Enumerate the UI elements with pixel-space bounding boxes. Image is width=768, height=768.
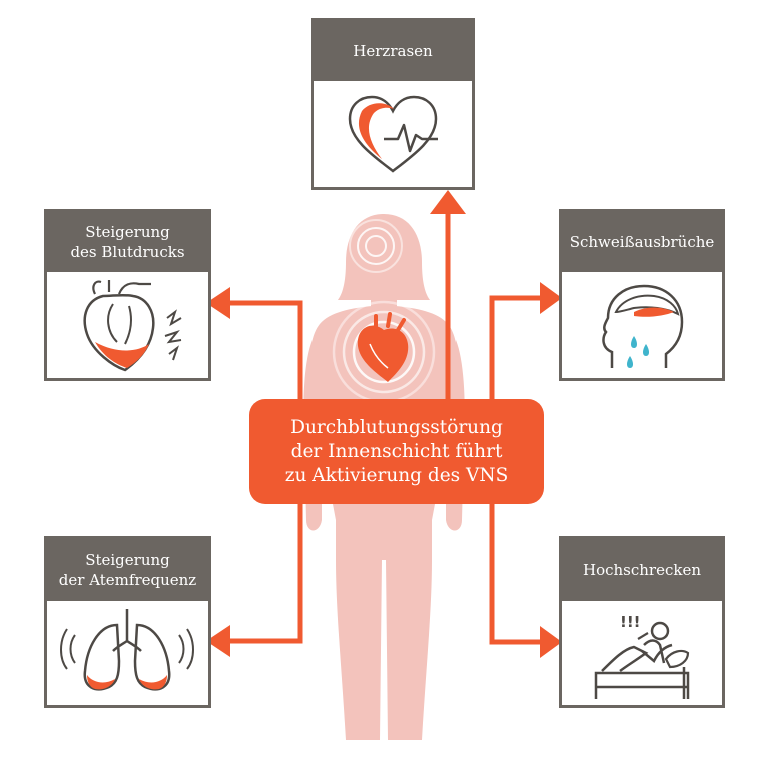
box-title: Steigerung der Atemfrequenz <box>47 539 208 601</box>
connector-arrowheads <box>206 190 562 658</box>
heartbeat-icon <box>314 81 472 187</box>
arrow-left-icon <box>206 625 230 657</box>
sweating-head-icon <box>562 272 722 378</box>
symptom-box-schweiss: Schweißausbrüche <box>559 209 725 381</box>
center-line-1: Durchblutungsstörung <box>290 416 503 438</box>
arrow-right-icon <box>540 626 562 658</box>
startled-in-bed-icon: !!! <box>562 601 722 705</box>
box-title: Schweißausbrüche <box>562 212 722 272</box>
exclamation-marks: !!! <box>620 613 641 631</box>
chest-heart-icon <box>357 312 409 382</box>
box-title: Herzrasen <box>314 21 472 81</box>
connector-lines <box>228 212 542 645</box>
arrow-up-icon <box>430 190 466 214</box>
center-cause-box: Durchblutungsstörung der Innenschicht fü… <box>249 399 544 504</box>
symptom-box-atemfrequenz: Steigerung der Atemfrequenz <box>44 536 211 708</box>
arrow-left-icon <box>206 287 230 319</box>
lungs-icon <box>47 601 208 705</box>
center-line-2: der Innenschicht führt <box>290 440 503 462</box>
symptom-box-hochschrecken: Hochschrecken !!! <box>559 536 725 708</box>
box-title: Hochschrecken <box>562 539 722 601</box>
head-pulse-rings <box>349 219 403 273</box>
arrow-right-icon <box>540 282 562 314</box>
symptom-box-blutdruck: Steigerung des Blutdrucks <box>44 209 211 381</box>
symptom-box-herzrasen: Herzrasen <box>311 18 475 190</box>
box-title: Steigerung des Blutdrucks <box>47 212 208 272</box>
heart-organ-icon <box>47 272 208 378</box>
center-line-3: zu Aktivierung des VNS <box>284 464 509 486</box>
